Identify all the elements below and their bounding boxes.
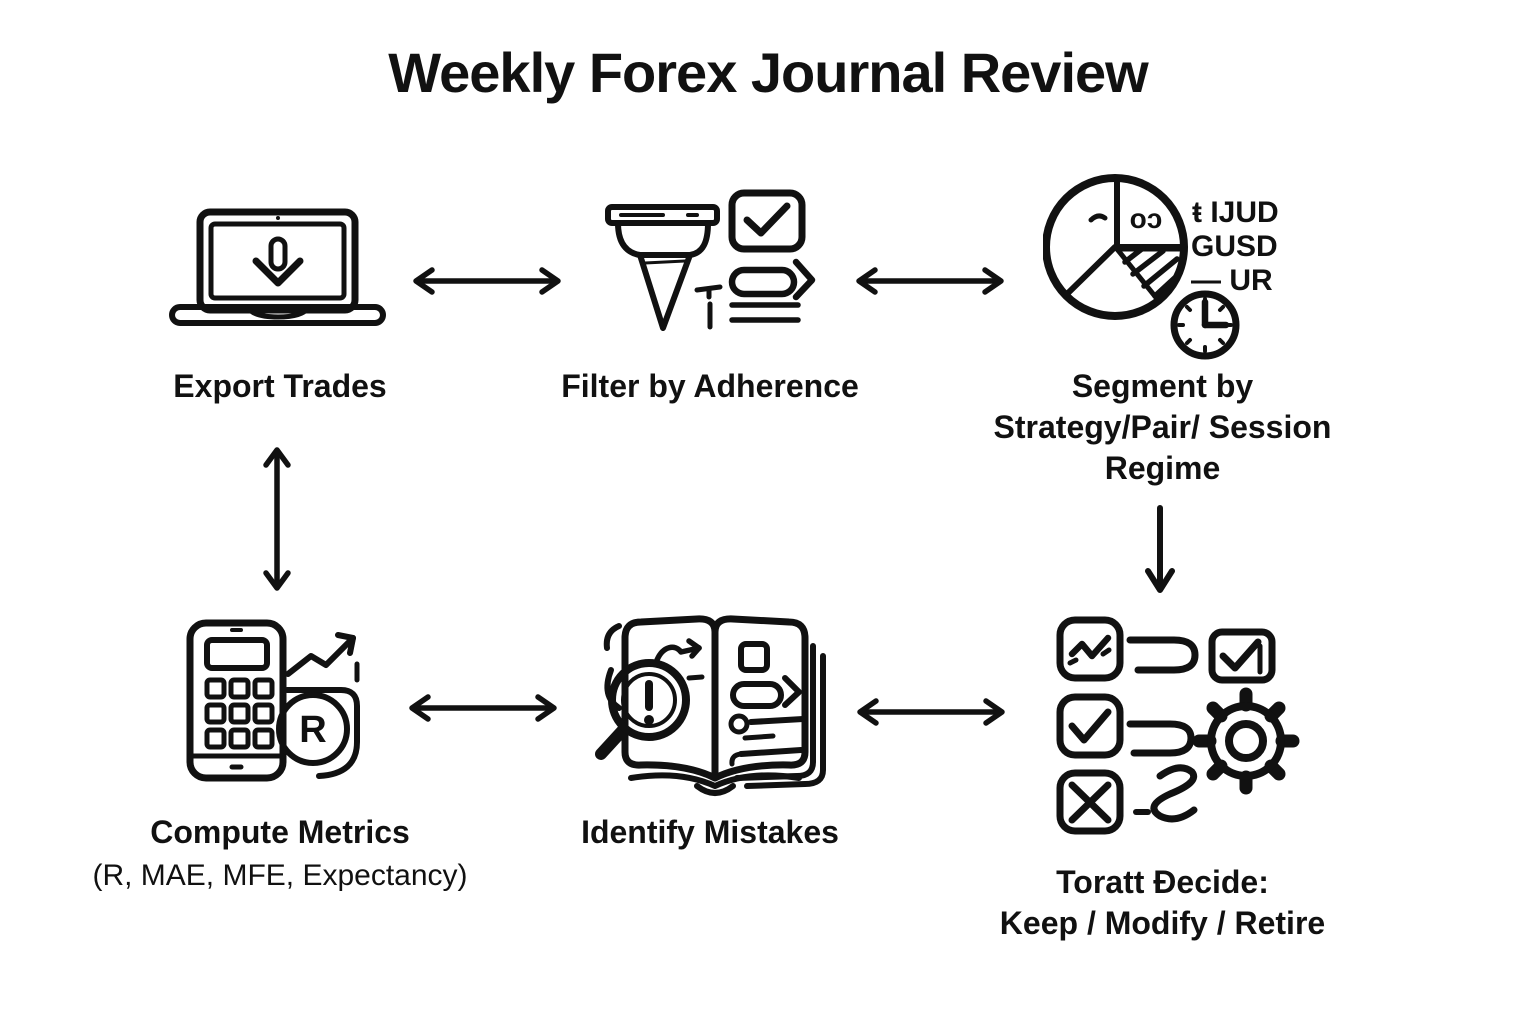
- segment-label: Segment by Strategy/Pair/ Session Regime: [940, 366, 1385, 489]
- pair-label-1: ŧ IJUD: [1192, 196, 1279, 229]
- page-title: Weekly Forex Journal Review: [388, 41, 1148, 104]
- compute-sublabel: (R, MAE, MFE, Expectancy): [92, 859, 468, 892]
- identify-label: Identify Mistakes: [581, 814, 839, 850]
- laptop-download-icon: [160, 203, 395, 337]
- compute-label-block: Compute Metrics (R, MAE, MFE, Expectancy…: [80, 812, 480, 896]
- calculator-metrics-icon: R: [183, 616, 368, 786]
- decide-label-line2: Keep / Modify / Retire: [999, 905, 1326, 941]
- funnel-checkbox-icon: [593, 184, 828, 336]
- decide-label-block: Toratt Ðecide: Keep / Modify / Retire: [930, 862, 1395, 944]
- pair-label-2: GUSD: [1191, 230, 1278, 263]
- arrow-compute-identify: [408, 693, 558, 723]
- segment-label-line2: Strategy/Pair/ Session: [993, 409, 1332, 445]
- pie-inner-text: oɔ: [1130, 203, 1163, 234]
- checkbox-scribble: [1056, 616, 1124, 682]
- option-pill-1: [1126, 636, 1199, 674]
- checklist-gear-icon: [1048, 610, 1303, 844]
- right-page-notes: [728, 641, 806, 767]
- hatched-slice: [1114, 245, 1186, 303]
- segment-label-line1: Segment by: [1071, 368, 1254, 404]
- keypad: [204, 677, 275, 750]
- arrow-identify-decide: [856, 697, 1006, 727]
- checkbox-icon: [728, 189, 806, 253]
- rule-pill-arrow-icon: [728, 258, 816, 301]
- magnifier-alert-icon: [595, 659, 690, 760]
- page-squiggle-arrow: [654, 638, 702, 663]
- coin-letter: R: [299, 709, 326, 751]
- journal-magnifier-icon: [585, 606, 845, 800]
- gear-icon: [1192, 687, 1300, 795]
- download-arrow-icon: [252, 236, 304, 287]
- trend-arrow-icon: [285, 632, 360, 683]
- pie-chart-segment-icon: oɔ ŧ IJUD GUSD — UR: [1043, 170, 1298, 375]
- checkbox-keep: [1208, 628, 1276, 684]
- checkbox-cross: [1056, 769, 1124, 835]
- arrow-segment-decide: [1145, 505, 1175, 597]
- arrow-export-filter: [412, 266, 562, 296]
- option-pill-2: [1126, 720, 1195, 757]
- segment-label-line3: Regime: [1104, 450, 1221, 486]
- decide-label-line1: Toratt Ðecide:: [1056, 864, 1269, 900]
- export-label: Export Trades: [173, 368, 387, 404]
- retire-scribble: [1133, 764, 1198, 823]
- arrow-export-compute: [262, 446, 292, 592]
- checkbox-check: [1056, 693, 1124, 759]
- arrow-filter-segment: [855, 266, 1005, 296]
- filter-label: Filter by Adherence: [561, 368, 859, 404]
- coin-icon: R: [276, 687, 360, 779]
- compute-label: Compute Metrics: [150, 814, 410, 850]
- clock-icon: [1170, 290, 1240, 360]
